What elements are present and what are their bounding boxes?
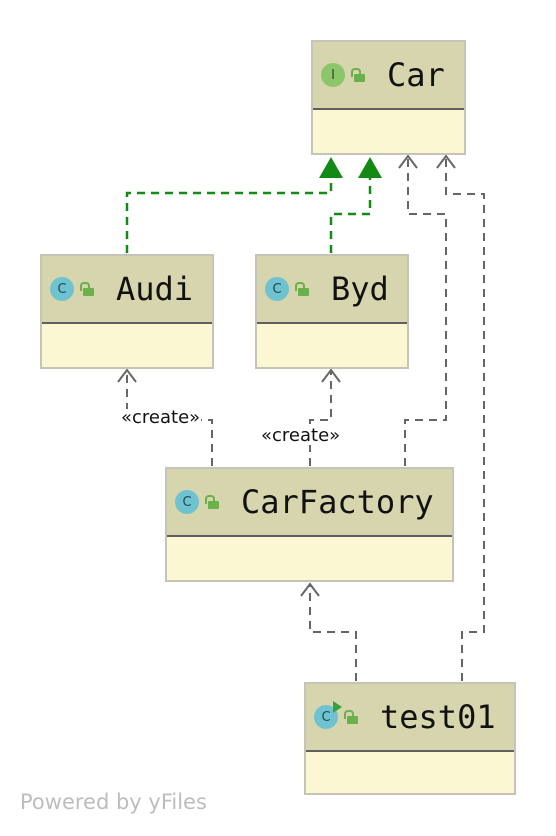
class-node-audi[interactable]: C Audi [40, 254, 214, 369]
class-icon: C [50, 277, 74, 301]
class-node-car[interactable]: I Car [311, 40, 466, 155]
lock-icon [344, 710, 358, 724]
lock-icon [351, 68, 365, 82]
class-icon: C [175, 490, 199, 514]
arrowhead-audi-car [319, 157, 343, 178]
arrowhead-carfactory-byd [321, 368, 341, 383]
arrowhead-test01-carfactory [300, 582, 320, 597]
edge-byd-implements-car [329, 165, 372, 253]
runnable-class-icon: C [314, 701, 342, 729]
arrowhead-carfactory-car [398, 154, 418, 169]
create-label-byd: «create» [260, 425, 342, 446]
create-label-audi: «create» [120, 407, 202, 428]
edge-carfactory-depends-car [404, 157, 447, 466]
edge-audi-implements-car [125, 165, 333, 253]
arrowhead-test01-car [436, 154, 456, 169]
class-title: Car [387, 56, 445, 94]
arrowhead-byd-car [358, 157, 382, 178]
arrowhead-carfactory-audi [117, 368, 137, 383]
class-title: Audi [116, 270, 194, 308]
edge-test01-depends-car [445, 157, 485, 681]
lock-icon [295, 282, 309, 296]
class-title: CarFactory [241, 483, 434, 521]
class-title: Byd [331, 270, 389, 308]
lock-icon [80, 282, 94, 296]
edge-test01-depends-carfactory [309, 585, 357, 681]
class-node-test01[interactable]: C test01 [304, 682, 516, 795]
run-marker-icon [333, 701, 342, 713]
edge-carfactory-creates-byd [309, 371, 332, 466]
interface-icon: I [321, 63, 345, 87]
class-title: test01 [380, 698, 496, 736]
powered-by-footer: Powered by yFiles [20, 790, 207, 814]
class-node-byd[interactable]: C Byd [255, 254, 409, 369]
class-icon: C [265, 277, 289, 301]
class-node-carfactory[interactable]: C CarFactory [165, 467, 454, 582]
lock-icon [205, 495, 219, 509]
